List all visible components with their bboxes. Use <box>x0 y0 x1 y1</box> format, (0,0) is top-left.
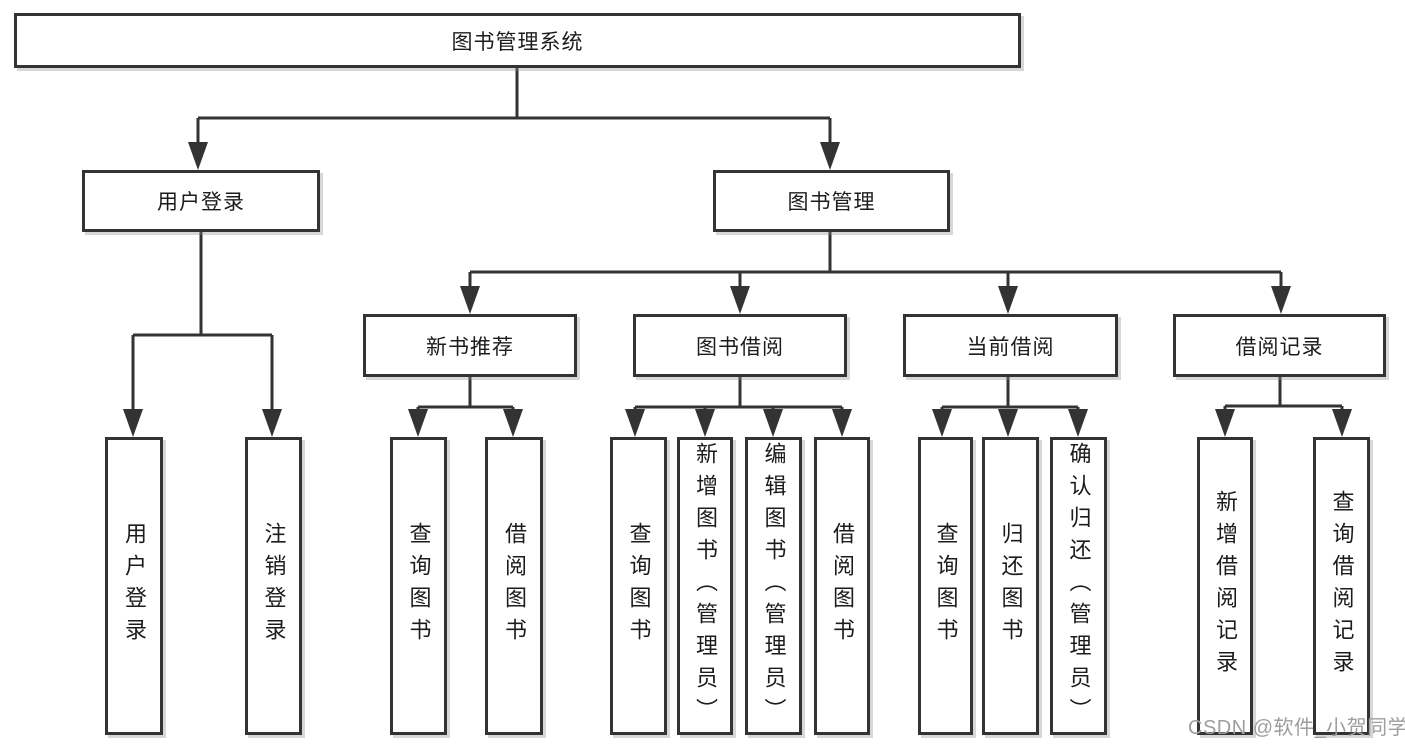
node-leaf-edit-books-admin: 编辑图书（管理员） <box>745 437 802 735</box>
arrowhead-icon <box>932 409 952 437</box>
node-label: 确认归还（管理员） <box>1066 442 1092 730</box>
node-label: 图书管理系统 <box>451 30 584 54</box>
arrowhead-icon <box>820 142 840 170</box>
arrowhead-icon <box>460 286 480 314</box>
arrowhead-icon <box>1068 409 1088 437</box>
arrowhead-icon <box>1215 409 1235 437</box>
node-label: 新书推荐 <box>426 335 514 359</box>
node-label: 查询图书 <box>626 522 652 650</box>
arrowhead-icon <box>998 409 1018 437</box>
node-label: 查询图书 <box>933 522 959 650</box>
node-book-management: 图书管理 <box>713 170 950 232</box>
node-label: 新增借阅记录 <box>1213 490 1238 682</box>
arrowhead-icon <box>188 142 208 170</box>
node-label: 借阅记录 <box>1235 335 1324 359</box>
node-current-borrow: 当前借阅 <box>903 314 1118 377</box>
node-leaf-return-books: 归还图书 <box>982 437 1039 735</box>
node-borrow-records: 借阅记录 <box>1173 314 1386 377</box>
arrowhead-icon <box>695 409 715 437</box>
node-label: 借阅图书 <box>502 522 527 650</box>
arrowhead-icon <box>763 409 783 437</box>
arrowhead-icon <box>262 409 282 437</box>
arrowhead-icon <box>730 286 750 314</box>
node-leaf-user-login: 用户登录 <box>105 437 163 735</box>
arrowhead-icon <box>1271 286 1291 314</box>
arrowhead-icon <box>408 409 428 437</box>
node-leaf-query-books-current: 查询图书 <box>918 437 973 735</box>
node-label: 新增图书（管理员） <box>693 442 718 730</box>
node-leaf-add-borrow-record: 新增借阅记录 <box>1197 437 1253 735</box>
node-new-book-recommend: 新书推荐 <box>363 314 577 377</box>
arrowhead-icon <box>832 409 852 437</box>
arrowhead-icon <box>123 409 143 437</box>
node-label: 查询借阅记录 <box>1329 490 1355 682</box>
node-leaf-query-books-recommend: 查询图书 <box>390 437 447 735</box>
node-label: 归还图书 <box>998 522 1024 650</box>
node-book-borrow: 图书借阅 <box>633 314 847 377</box>
node-label: 查询图书 <box>406 522 432 650</box>
node-user-login: 用户登录 <box>82 170 320 232</box>
node-label: 注销登录 <box>261 522 287 650</box>
arrowhead-icon <box>503 409 523 437</box>
node-leaf-borrow-books-recommend: 借阅图书 <box>485 437 543 735</box>
node-leaf-query-borrow-record: 查询借阅记录 <box>1313 437 1370 735</box>
node-label: 用户登录 <box>157 191 245 214</box>
node-label: 图书借阅 <box>696 335 784 359</box>
node-root-system: 图书管理系统 <box>14 13 1021 68</box>
node-label: 借阅图书 <box>830 522 855 650</box>
node-leaf-borrow-books: 借阅图书 <box>814 437 870 735</box>
arrowhead-icon <box>1332 409 1352 437</box>
arrowhead-icon <box>998 286 1018 314</box>
node-leaf-add-books-admin: 新增图书（管理员） <box>677 437 733 735</box>
node-label: 图书管理 <box>787 191 876 214</box>
arrowhead-icon <box>625 409 645 437</box>
node-leaf-logout: 注销登录 <box>245 437 302 735</box>
node-label: 编辑图书（管理员） <box>761 442 787 730</box>
node-leaf-confirm-return-admin: 确认归还（管理员） <box>1050 437 1107 735</box>
node-label: 当前借阅 <box>966 335 1055 359</box>
watermark: CSDN @软件_小贺同学 <box>1188 717 1405 739</box>
node-label: 用户登录 <box>122 522 147 650</box>
node-leaf-query-books: 查询图书 <box>610 437 667 735</box>
